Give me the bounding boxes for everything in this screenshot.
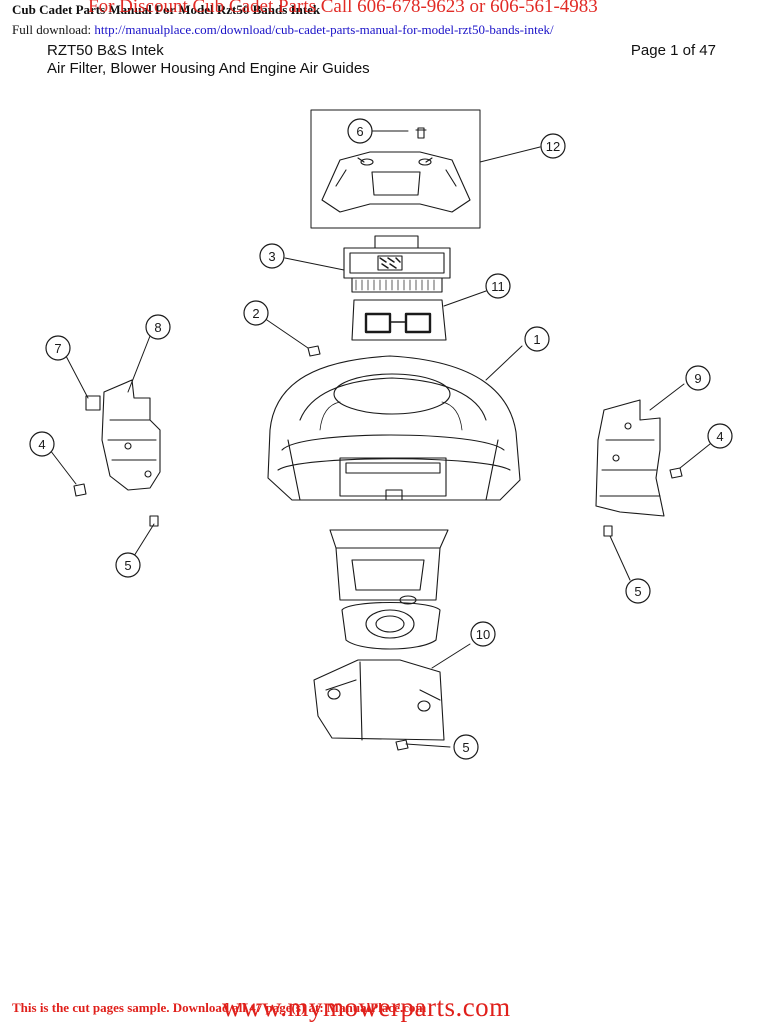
promo-banner[interactable]: For Discount Cub Cadet Parts Call 606-67… xyxy=(88,0,598,17)
footer-sample-note[interactable]: This is the cut pages sample. Download a… xyxy=(12,1000,427,1015)
callout-5-left: 5 xyxy=(124,558,131,573)
callout-11: 11 xyxy=(491,279,505,294)
callout-4-left: 4 xyxy=(38,437,45,452)
air-cleaner-cover-group xyxy=(310,109,481,229)
download-label: Full download: xyxy=(12,22,92,37)
callout-2: 2 xyxy=(252,306,259,321)
callout-5-bottom: 5 xyxy=(462,740,469,755)
leader-lines xyxy=(49,130,711,748)
screws-and-fasteners xyxy=(73,345,683,751)
air-filter-element xyxy=(343,235,451,293)
callout-5-right: 5 xyxy=(634,584,641,599)
download-link[interactable]: http://manualplace.com/download/cub-cade… xyxy=(94,22,554,37)
callout-bubbles xyxy=(29,118,733,760)
blower-housing xyxy=(267,355,521,501)
left-engine-air-guide xyxy=(85,379,161,491)
page-indicator: Page 1 of 47 xyxy=(630,42,716,59)
download-line: Full download: http://manualplace.com/do… xyxy=(12,22,554,38)
model-name: RZT50 B&S Intek xyxy=(47,42,164,59)
pre-cleaner-element xyxy=(351,299,447,341)
section-title: Air Filter, Blower Housing And Engine Ai… xyxy=(47,60,370,77)
callout-8: 8 xyxy=(154,320,161,335)
right-engine-air-guide xyxy=(595,399,665,517)
lower-air-duct xyxy=(329,529,449,650)
callout-4-right: 4 xyxy=(716,429,723,444)
callout-10: 10 xyxy=(476,627,490,642)
document-title: Cub Cadet Parts Manual For Model Rzt50 B… xyxy=(12,2,321,17)
callout-3: 3 xyxy=(268,249,275,264)
callout-1: 1 xyxy=(533,332,540,347)
callout-numbers: 6 12 3 11 2 1 8 7 4 9 4 5 5 10 5 xyxy=(38,124,723,755)
callout-6: 6 xyxy=(356,124,363,139)
callout-9: 9 xyxy=(694,371,701,386)
footer-website-link[interactable]: www.mymowerparts.com xyxy=(222,992,511,1022)
exploded-parts-diagram: 6 12 3 11 2 1 8 7 4 9 4 5 5 10 5 xyxy=(29,109,733,760)
lower-air-guide xyxy=(313,659,445,741)
callout-12: 12 xyxy=(546,139,560,154)
callout-7: 7 xyxy=(54,341,61,356)
